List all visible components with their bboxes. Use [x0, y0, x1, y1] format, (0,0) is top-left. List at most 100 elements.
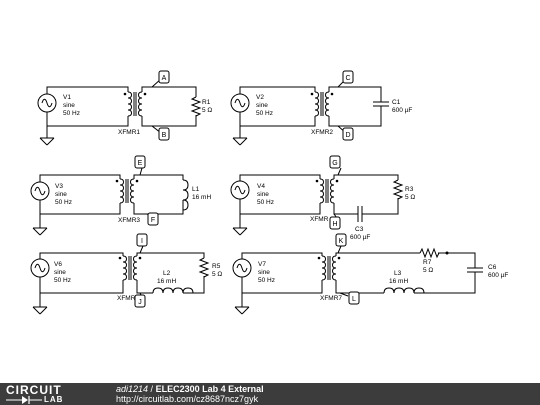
logo-text-top: CIRCUIT — [6, 383, 62, 397]
inductor-l3[interactable] — [383, 287, 425, 294]
logo-text-bottom: LAB — [44, 395, 64, 404]
xfmr1-label: XFMR1 — [118, 129, 140, 136]
v6-freq: 50 Hz — [54, 277, 71, 284]
circuit-4: G H V4 sine 50 Hz XFMR R3 5 Ω C3 600 µF — [230, 155, 415, 241]
source-v7[interactable] — [232, 258, 252, 278]
v3-label: V3 — [55, 183, 63, 190]
c3-label: C3 — [355, 226, 364, 233]
r3-value: 5 Ω — [405, 194, 415, 201]
node-k-text: K — [339, 238, 344, 245]
source-v2[interactable] — [230, 93, 250, 113]
logo-circuit-icon — [6, 396, 42, 404]
node-h-text: H — [332, 221, 337, 228]
node-label-b[interactable] — [158, 127, 170, 141]
resistor-r1[interactable] — [191, 96, 201, 117]
r1-value: 5 Ω — [202, 107, 212, 114]
l2-value: 16 mH — [157, 278, 176, 285]
source-v6[interactable] — [30, 258, 50, 278]
c6-value: 600 µF — [488, 272, 508, 279]
transformer-xfmr7[interactable] — [317, 255, 341, 281]
v1-freq: 50 Hz — [63, 110, 80, 117]
circuit-title-line: adi1214 / ELEC2300 Lab 4 External — [116, 384, 264, 394]
r5-label: R5 — [212, 263, 221, 270]
transformer-xfmr1[interactable] — [123, 91, 147, 117]
node-j-text: J — [138, 299, 142, 306]
circuit-url[interactable]: http://circuitlab.com/cz8687ncz7gyk — [116, 394, 259, 404]
l2-label: L2 — [163, 270, 171, 277]
v6-label: V6 — [54, 261, 62, 268]
node-label-j[interactable] — [134, 294, 146, 308]
ground-3 — [32, 227, 48, 236]
title-separator: / — [148, 384, 156, 394]
transformer-xfmr3[interactable] — [115, 178, 139, 204]
circuit-title[interactable]: ELEC2300 Lab 4 External — [155, 384, 264, 394]
node-f-text: F — [151, 217, 155, 224]
r7-value: 5 Ω — [423, 267, 433, 274]
node-label-f[interactable] — [147, 212, 159, 226]
source-v3[interactable] — [30, 181, 50, 201]
node-i-text: I — [141, 238, 143, 245]
v2-type: sine — [256, 102, 268, 109]
r5-value: 5 Ω — [212, 271, 222, 278]
v3-type: sine — [55, 191, 67, 198]
r1-label: R1 — [202, 99, 211, 106]
node-label-g[interactable] — [329, 155, 341, 169]
xfmr2-label: XFMR2 — [311, 129, 333, 136]
v4-label: V4 — [257, 183, 265, 190]
junction-dot — [445, 251, 449, 255]
c3-value: 600 µF — [350, 234, 370, 241]
v6-type: sine — [54, 269, 66, 276]
inductor-l1[interactable] — [182, 179, 189, 211]
l3-label: L3 — [394, 270, 402, 277]
source-v4[interactable] — [230, 180, 250, 200]
resistor-r3[interactable] — [393, 179, 403, 200]
transformer-xfmr5[interactable] — [118, 255, 142, 281]
xfmr5-label: XFMR — [117, 295, 136, 302]
node-label-e[interactable] — [134, 155, 146, 169]
ground-4 — [232, 227, 248, 236]
transformer-xfmr2[interactable] — [310, 91, 334, 117]
schematic-canvas[interactable]: A B V1 sine 50 Hz XFMR1 R1 5 Ω C D V2 si… — [0, 0, 540, 383]
r3-label: R3 — [405, 186, 414, 193]
node-label-a[interactable] — [158, 70, 170, 84]
node-label-d[interactable] — [342, 127, 354, 141]
transformer-xfmr4[interactable] — [315, 178, 339, 204]
footer-bar: CIRCUIT LAB adi1214 / ELEC2300 Lab 4 Ext… — [0, 383, 540, 405]
v2-label: V2 — [256, 94, 264, 101]
circuit-3: E F V3 sine 50 Hz XFMR3 L1 16 mH — [30, 155, 211, 236]
inductor-l2[interactable] — [152, 287, 194, 294]
node-e-text: E — [138, 160, 143, 167]
circuit-1: A B V1 sine 50 Hz XFMR1 R1 5 Ω — [37, 70, 212, 146]
c6-label: C6 — [488, 264, 497, 271]
resistor-r7[interactable] — [419, 248, 440, 258]
v3-freq: 50 Hz — [55, 199, 72, 206]
circuit-6: K L V7 sine 50 Hz XFMR7 R7 5 Ω L3 16 mH … — [232, 233, 508, 315]
xfmr3-label: XFMR3 — [118, 217, 140, 224]
source-v1[interactable] — [37, 93, 57, 113]
node-b-text: B — [162, 132, 167, 139]
circuit-5: I J V6 sine 50 Hz XFMR R5 5 Ω L2 16 mH — [30, 233, 222, 315]
author-link[interactable]: adi1214 — [116, 384, 149, 394]
node-label-i[interactable] — [136, 233, 148, 247]
circuit-2: C D V2 sine 50 Hz XFMR2 C1 600 µF — [230, 70, 412, 146]
v1-label: V1 — [63, 94, 71, 101]
node-label-c[interactable] — [342, 70, 354, 84]
node-c-text: C — [345, 75, 350, 82]
node-g-text: G — [332, 160, 337, 167]
v7-freq: 50 Hz — [258, 277, 275, 284]
v2-freq: 50 Hz — [256, 110, 273, 117]
node-d-text: D — [345, 132, 350, 139]
circuitlab-logo[interactable]: CIRCUIT LAB — [4, 384, 94, 404]
ground-5 — [32, 306, 48, 315]
node-label-k[interactable] — [335, 233, 347, 247]
node-label-h[interactable] — [329, 216, 341, 230]
xfmr7-label: XFMR7 — [320, 295, 342, 302]
l3-value: 16 mH — [389, 278, 408, 285]
v7-label: V7 — [258, 261, 266, 268]
r7-label: R7 — [423, 259, 432, 266]
node-l-text: L — [352, 296, 356, 303]
resistor-r5[interactable] — [199, 257, 209, 278]
c1-label: C1 — [392, 99, 401, 106]
v7-type: sine — [258, 269, 270, 276]
node-label-l[interactable] — [348, 291, 360, 305]
